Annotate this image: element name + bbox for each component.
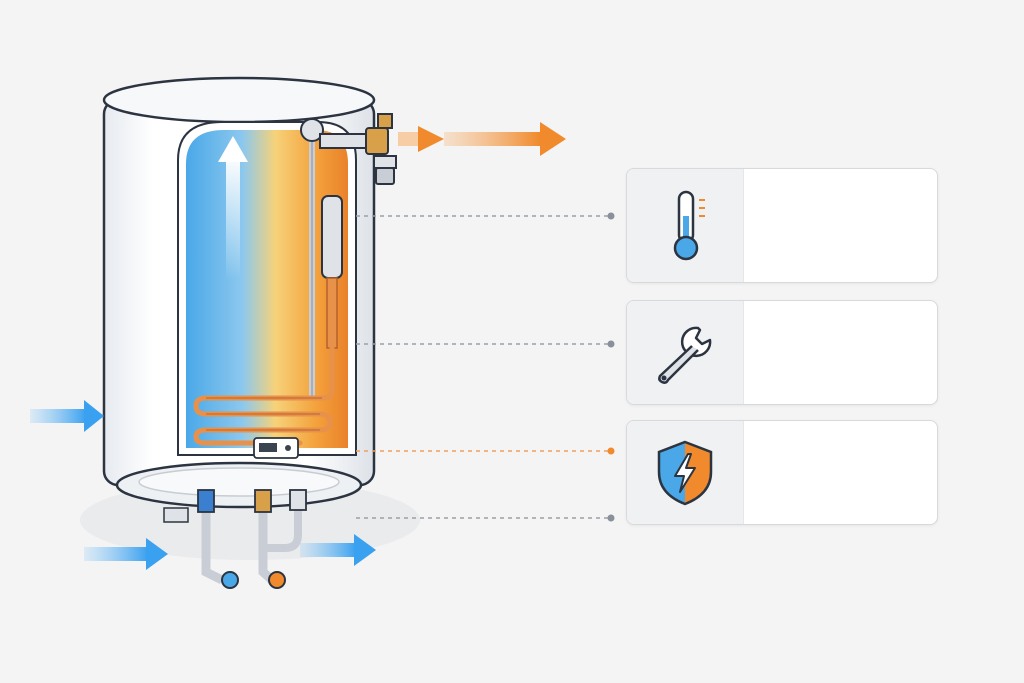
hot-outlet-fitting <box>300 113 397 185</box>
heating-element <box>321 195 343 279</box>
thermometer-icon <box>673 190 705 260</box>
cold-valve-icon <box>221 571 239 589</box>
info-card-thermostat <box>626 168 938 283</box>
info-card-maintenance <box>626 300 938 405</box>
heat-rise-arrow <box>218 136 248 280</box>
hot-water-out-arrow-bottom <box>300 534 376 566</box>
copper-coil <box>193 345 335 446</box>
wrench-icon <box>658 326 712 384</box>
tank-top-cap <box>102 76 376 124</box>
card-icon-cell <box>627 301 744 404</box>
card-icon-cell <box>627 421 744 524</box>
card-icon-cell <box>627 169 744 282</box>
card-text <box>744 421 937 524</box>
hot-valve-icon <box>268 571 286 589</box>
tank <box>102 76 397 589</box>
cold-water-in-arrow <box>30 400 104 432</box>
card-text <box>744 301 937 404</box>
card-text <box>744 169 937 282</box>
hot-water-out-arrow <box>398 122 566 156</box>
shield-lightning-icon <box>657 440 713 505</box>
info-card-safety <box>626 420 938 525</box>
bottom-pipes <box>163 489 307 589</box>
callout-lines <box>356 215 608 519</box>
cold-water-in-arrow-bottom <box>84 538 168 570</box>
